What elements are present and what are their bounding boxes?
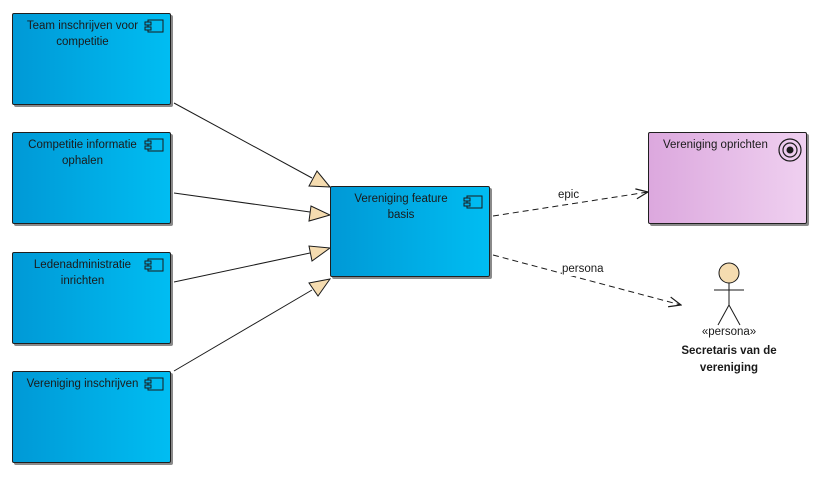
edge-c1-center[interactable] (173, 102, 332, 188)
target-icon (778, 138, 802, 162)
edge-c3-center[interactable] (173, 245, 332, 283)
actor-name: Secretaris van de vereniging (681, 345, 777, 374)
goal-label: Vereniging oprichten (663, 139, 768, 151)
component-icon (144, 138, 164, 152)
component-icon (463, 195, 483, 209)
edge-c4-center[interactable] (173, 278, 332, 372)
edge-label-epic: epic (558, 188, 580, 202)
component-vereniging-feature-basis[interactable]: Vereniging feature basis (330, 186, 490, 277)
edge-epic[interactable] (492, 192, 648, 217)
arrowhead (308, 170, 332, 188)
goal-vereniging-oprichten[interactable]: Vereniging oprichten (648, 132, 807, 224)
component-label: Vereniging inschrijven (26, 378, 139, 390)
component-icon (144, 377, 164, 391)
component-team-inschrijven[interactable]: Team inschrijven voor competitie (12, 13, 171, 105)
component-icon (144, 19, 164, 33)
edge-persona[interactable] (492, 254, 681, 305)
component-label: Team inschrijven voor competitie (26, 20, 139, 48)
component-icon (144, 258, 164, 272)
component-label: Ledenadministratie inrichten (33, 259, 132, 287)
component-label: Competitie informatie ophalen (28, 139, 137, 167)
component-competitie-informatie[interactable]: Competitie informatie ophalen (12, 132, 171, 224)
arrowhead (308, 205, 332, 222)
actor-stereotype: «persona» (701, 326, 757, 338)
stick-figure-icon[interactable] (714, 262, 744, 326)
arrowhead (308, 278, 332, 297)
edge-label-persona: persona (562, 262, 604, 276)
arrowhead (308, 245, 332, 262)
edge-c2-center[interactable] (173, 192, 332, 222)
component-vereniging-inschrijven[interactable]: Vereniging inschrijven (12, 371, 171, 463)
component-ledenadministratie[interactable]: Ledenadministratie inrichten (12, 252, 171, 344)
component-label: Vereniging feature basis (354, 193, 448, 221)
